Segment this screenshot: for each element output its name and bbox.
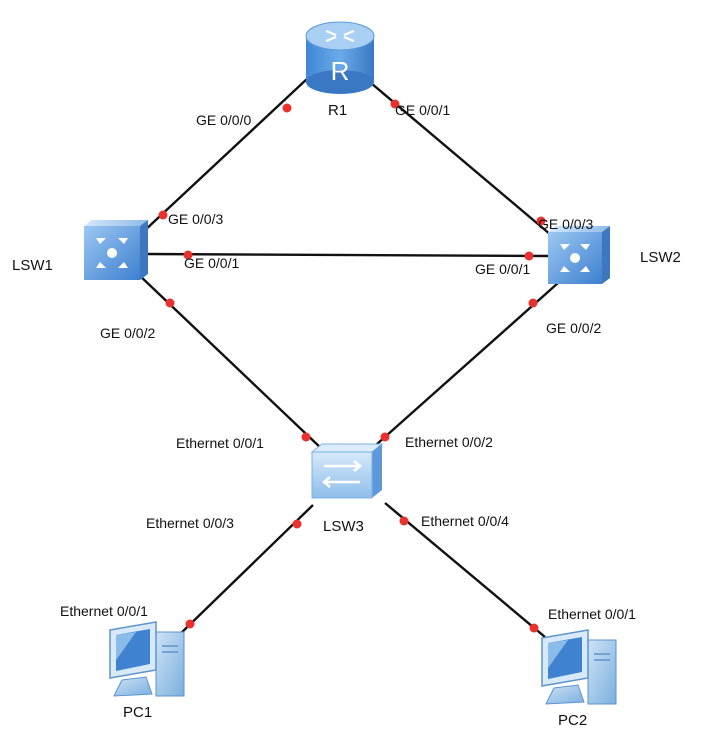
port-dot-lsw3-eth004	[399, 516, 409, 526]
link-lsw1-lsw2	[145, 252, 550, 258]
svg-text:R: R	[331, 56, 350, 86]
l3-switch-icon[interactable]	[84, 220, 148, 280]
port-dot-lsw3-eth003	[292, 519, 302, 529]
port-dots	[158, 99, 546, 633]
device-label-lsw2: LSW2	[640, 249, 681, 266]
port-label-lsw1-ge003: GE 0/0/3	[168, 211, 223, 227]
port-dot-pc2-eth001	[529, 623, 539, 633]
port-label-lsw3-eth001: Ethernet 0/0/1	[176, 435, 264, 451]
port-dot-lsw1-ge003	[158, 210, 168, 220]
link-lsw2-lsw3	[367, 282, 559, 453]
port-dot-lsw2-ge003	[536, 216, 546, 226]
port-dot-r1-ge000	[282, 103, 292, 113]
port-dot-lsw1-ge001	[183, 250, 193, 260]
device-label-lsw3: LSW3	[323, 518, 364, 535]
port-label-lsw1-ge001: GE 0/0/1	[184, 255, 239, 271]
link-lsw3-pc2	[384, 502, 546, 638]
port-label-lsw3-eth004: Ethernet 0/0/4	[421, 513, 509, 529]
device-label-pc1: PC1	[123, 704, 152, 721]
port-label-lsw3-eth002: Ethernet 0/0/2	[405, 434, 493, 450]
port-label-lsw2-ge002: GE 0/0/2	[546, 320, 601, 336]
port-label-r1-ge001: GE 0/0/1	[395, 102, 450, 118]
port-label-lsw2-ge001: GE 0/0/1	[475, 261, 530, 277]
port-dot-pc1-eth001	[185, 619, 195, 629]
link-lsw3-pc1	[177, 504, 314, 637]
port-dot-r1-ge001	[390, 99, 400, 109]
port-label-lsw3-eth003: Ethernet 0/0/3	[146, 515, 234, 531]
link-r1-lsw1	[142, 77, 309, 233]
port-dot-lsw1-ge002	[165, 298, 175, 308]
link-lsw1-lsw3	[137, 273, 324, 451]
pc-icon[interactable]	[541, 629, 617, 705]
pc-icon[interactable]	[109, 621, 185, 697]
port-label-lsw2-ge003: GE 0/0/3	[538, 216, 593, 232]
port-label-pc1-eth001: Ethernet 0/0/1	[60, 603, 148, 619]
l3-switch-icon[interactable]	[548, 226, 610, 284]
device-label-pc2: PC2	[558, 712, 587, 729]
port-dot-lsw2-ge001	[524, 251, 534, 261]
device-label-lsw1: LSW1	[12, 257, 53, 274]
router-icon[interactable]: R	[305, 21, 375, 94]
port-dot-lsw3-eth001	[301, 432, 311, 442]
port-label-r1-ge000: GE 0/0/0	[196, 112, 251, 128]
port-dot-lsw2-ge002	[528, 298, 538, 308]
device-label-r1: R1	[328, 102, 347, 119]
l2-switch-icon[interactable]	[310, 443, 384, 499]
port-label-lsw1-ge002: GE 0/0/2	[100, 325, 155, 341]
port-dot-lsw3-eth002	[380, 432, 390, 442]
links	[137, 77, 559, 638]
port-label-pc2-eth001: Ethernet 0/0/1	[548, 606, 636, 622]
